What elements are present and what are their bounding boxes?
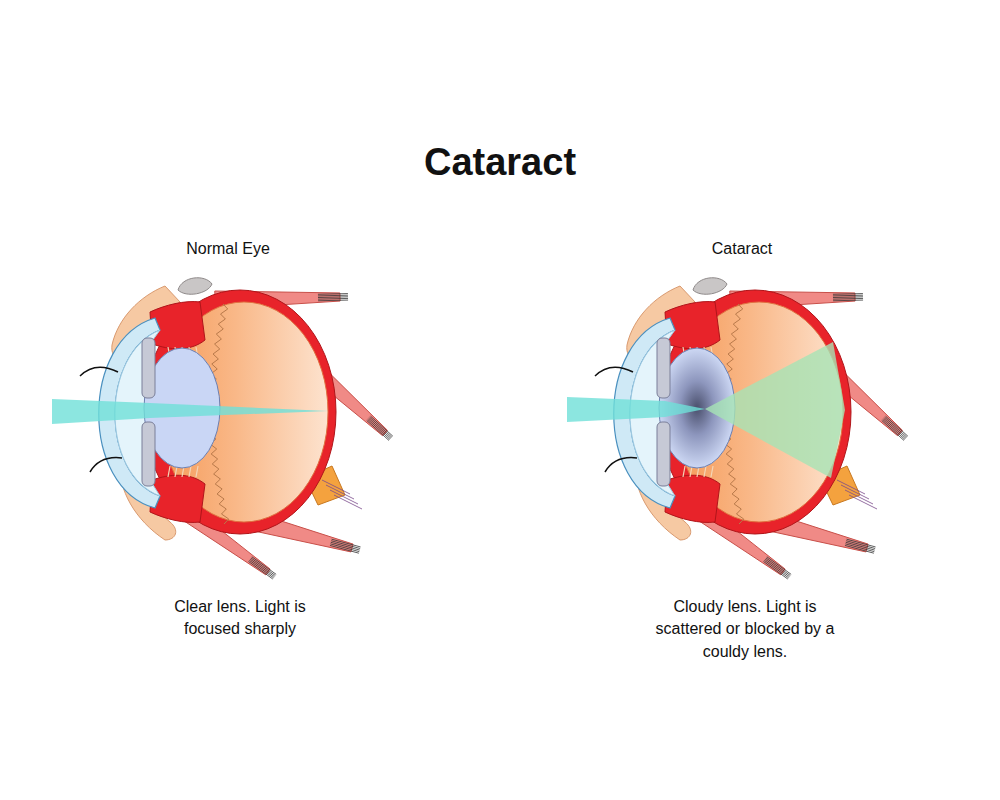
muscle-tendon: [833, 293, 863, 295]
muscle-tendon: [845, 545, 874, 553]
zonule: [683, 466, 685, 477]
scattered-light: [705, 342, 845, 478]
muscle-tendon: [371, 416, 393, 436]
cataract-eye: [567, 278, 908, 579]
muscle-tendon: [845, 544, 874, 552]
panel-heading: Normal Eye: [128, 238, 328, 260]
muscle-tendon: [318, 300, 348, 302]
muscle-tendon: [885, 417, 907, 437]
muscle-tendon: [249, 560, 273, 578]
muscle-tendon: [318, 295, 348, 297]
muscle-tendon: [252, 557, 276, 575]
muscle-tendon: [330, 544, 359, 552]
muscle-tendon: [370, 417, 392, 437]
light-beam: [52, 399, 328, 424]
nerve-fiber: [334, 495, 362, 509]
muscle-tendon: [833, 295, 863, 297]
nerve-fiber: [841, 485, 869, 499]
zonule: [168, 466, 170, 477]
eyelash: [595, 367, 633, 376]
panel-caption: Clear lens. Light is focused sharply: [153, 596, 328, 641]
light-beam: [567, 397, 705, 422]
muscle-tendon: [833, 296, 863, 298]
diagram-title: Cataract: [424, 140, 576, 186]
muscle-tendon: [883, 419, 905, 439]
muscle-tendon: [250, 559, 274, 577]
muscle-tendon: [884, 418, 906, 438]
nerve-fiber: [837, 480, 865, 494]
muscle-tendon: [846, 542, 875, 550]
zonule: [704, 466, 706, 477]
muscle-tendon: [331, 542, 360, 550]
iris: [142, 422, 155, 486]
muscle-tendon: [765, 559, 789, 577]
iris: [657, 338, 670, 398]
muscle-tendon: [833, 300, 863, 302]
nerve-fiber: [845, 490, 873, 504]
muscle-tendon: [886, 416, 908, 436]
muscle-tendon: [763, 561, 787, 579]
nerve-fiber: [322, 480, 350, 494]
muscle-tendon: [369, 418, 391, 438]
muscle-tendon: [318, 296, 348, 298]
panel-heading: Cataract: [642, 238, 842, 260]
nerve-fiber: [849, 495, 877, 509]
iris: [657, 422, 670, 486]
iris: [142, 338, 155, 398]
muscle-tendon: [318, 298, 348, 300]
muscle-tendon: [251, 558, 275, 576]
muscle-tendon: [766, 558, 790, 576]
gland: [178, 278, 212, 295]
muscle-tendon: [882, 420, 904, 440]
gland: [693, 278, 727, 295]
muscle-tendon: [330, 545, 359, 553]
eyelash: [90, 458, 122, 472]
panel-caption: Cloudy lens. Light is scattered or block…: [654, 596, 836, 663]
eyelash: [605, 458, 637, 472]
muscle-tendon: [833, 298, 863, 300]
zonule: [711, 466, 713, 477]
zonule: [196, 466, 198, 477]
normal-eye: [52, 278, 393, 579]
eyelash: [80, 367, 118, 376]
muscle-tendon: [767, 557, 791, 575]
nerve-fiber: [330, 490, 358, 504]
muscle-tendon: [318, 293, 348, 295]
nerve-fiber: [326, 485, 354, 499]
muscle-tendon: [367, 420, 389, 440]
zonule: [189, 466, 191, 477]
muscle-tendon: [764, 560, 788, 578]
muscle-tendon: [368, 419, 390, 439]
muscle-tendon: [248, 561, 272, 579]
